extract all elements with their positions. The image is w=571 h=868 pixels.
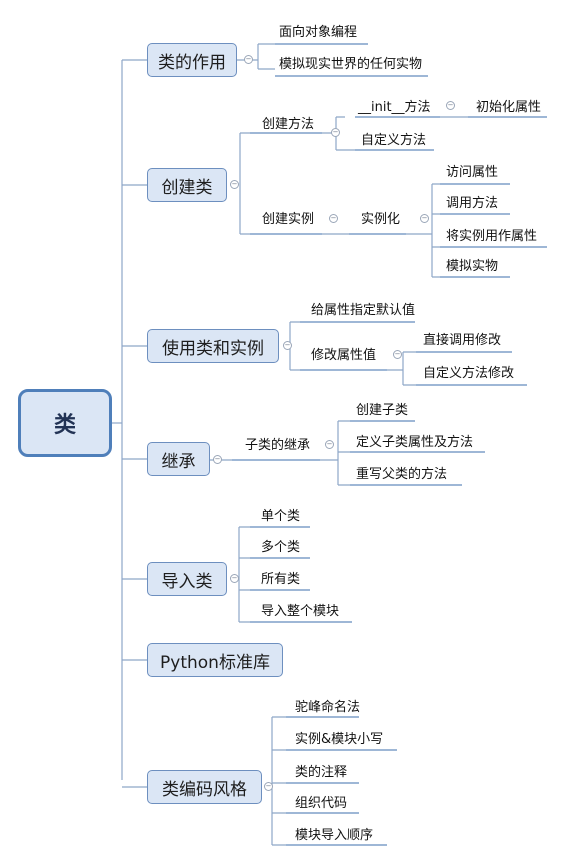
leaf-init-attributes[interactable]: 初始化属性 <box>476 100 542 115</box>
leaf-define-subclass-attrs[interactable]: 定义子类属性及方法 <box>356 435 474 450</box>
node-create-class[interactable]: 创建类 <box>147 168 227 202</box>
collapse-icon[interactable]: − <box>283 341 292 350</box>
node-use-class-instance[interactable]: 使用类和实例 <box>147 329 279 363</box>
node-class-coding-style[interactable]: 类编码风格 <box>147 770 262 804</box>
leaf-import-module[interactable]: 导入整个模块 <box>261 604 340 619</box>
collapse-icon[interactable]: − <box>230 180 239 189</box>
sub-create-method[interactable]: 创建方法 <box>262 117 315 132</box>
leaf-simulate-world[interactable]: 模拟现实世界的任何实物 <box>279 57 423 72</box>
collapse-icon[interactable]: − <box>264 782 273 791</box>
sub-subclass-inherit[interactable]: 子类的继承 <box>245 438 311 453</box>
sub-instantiation[interactable]: 实例化 <box>361 212 401 227</box>
leaf-call-methods[interactable]: 调用方法 <box>446 196 499 211</box>
sub-modify-attribute[interactable]: 修改属性值 <box>311 348 377 363</box>
collapse-icon[interactable]: − <box>446 101 455 110</box>
leaf-create-subclass[interactable]: 创建子类 <box>356 403 409 418</box>
root-node[interactable]: 类 <box>18 389 112 457</box>
leaf-custom-method[interactable]: 自定义方法 <box>361 133 427 148</box>
leaf-multiple-classes[interactable]: 多个类 <box>261 540 301 555</box>
leaf-camel-case[interactable]: 驼峰命名法 <box>295 700 361 715</box>
leaf-instance-as-attribute[interactable]: 将实例用作属性 <box>446 229 538 244</box>
leaf-simulate-object[interactable]: 模拟实物 <box>446 259 499 274</box>
leaf-method-modify[interactable]: 自定义方法修改 <box>423 366 515 381</box>
node-class-purpose[interactable]: 类的作用 <box>147 43 237 77</box>
collapse-icon[interactable]: − <box>331 128 340 137</box>
collapse-icon[interactable]: − <box>230 574 239 583</box>
leaf-oop[interactable]: 面向对象编程 <box>279 25 358 40</box>
leaf-lowercase-naming[interactable]: 实例&模块小写 <box>295 732 384 747</box>
leaf-class-comments[interactable]: 类的注释 <box>295 765 348 780</box>
collapse-icon[interactable]: − <box>213 455 222 464</box>
leaf-default-value[interactable]: 给属性指定默认值 <box>311 303 416 318</box>
leaf-import-order[interactable]: 模块导入顺序 <box>295 828 374 843</box>
node-inheritance[interactable]: 继承 <box>147 442 210 476</box>
sub-init-method[interactable]: __init__方法 <box>358 100 431 115</box>
node-import-class[interactable]: 导入类 <box>147 562 227 596</box>
leaf-single-class[interactable]: 单个类 <box>261 509 301 524</box>
leaf-direct-modify[interactable]: 直接调用修改 <box>423 333 502 348</box>
collapse-icon[interactable]: − <box>329 214 338 223</box>
collapse-icon[interactable]: − <box>420 214 429 223</box>
leaf-override-parent[interactable]: 重写父类的方法 <box>356 467 448 482</box>
leaf-organize-code[interactable]: 组织代码 <box>295 796 348 811</box>
collapse-icon[interactable]: − <box>393 350 402 359</box>
sub-create-instance[interactable]: 创建实例 <box>262 212 315 227</box>
leaf-access-attributes[interactable]: 访问属性 <box>446 165 499 180</box>
collapse-icon[interactable]: − <box>325 440 334 449</box>
leaf-all-classes[interactable]: 所有类 <box>261 572 301 587</box>
collapse-icon[interactable]: − <box>244 55 253 64</box>
node-python-stdlib[interactable]: Python标准库 <box>147 643 283 677</box>
